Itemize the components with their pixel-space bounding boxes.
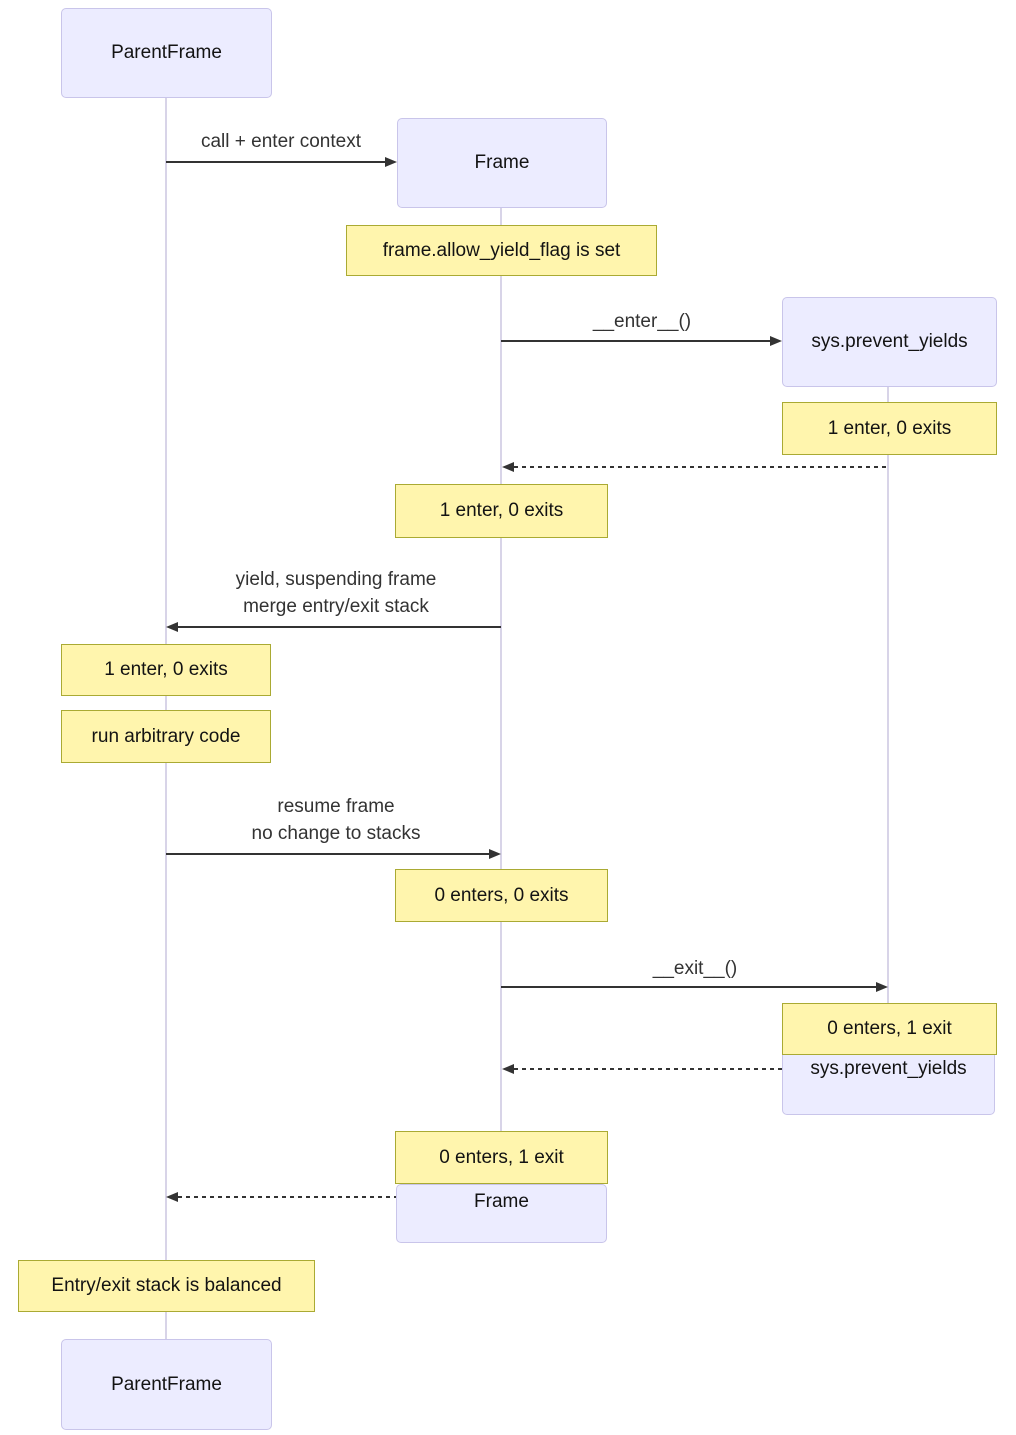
arrowhead-right-icon — [770, 336, 782, 346]
arrowhead-right-icon — [385, 157, 397, 167]
message-line-yield — [178, 626, 501, 628]
actor-sys-prevent-yields-top: sys.prevent_yields — [782, 297, 997, 387]
note-frame-after-enter: 1 enter, 0 exits — [395, 484, 608, 538]
message-label-yield-line2: merge entry/exit stack — [243, 596, 429, 617]
note-allow-yield-flag: frame.allow_yield_flag is set — [346, 225, 657, 276]
actor-parentframe-top: ParentFrame — [61, 8, 272, 98]
arrowhead-left-icon — [502, 462, 514, 472]
message-label-yield-line1: yield, suspending frame — [235, 569, 437, 590]
message-label-yield: yield, suspending frame merge entry/exit… — [236, 566, 437, 620]
return-line-exit — [514, 1068, 888, 1070]
actor-parentframe-bottom: ParentFrame — [61, 1339, 272, 1430]
arrowhead-left-icon — [166, 1192, 178, 1202]
note-stack-balanced: Entry/exit stack is balanced — [18, 1260, 315, 1312]
message-label-resume-line1: resume frame — [277, 796, 395, 817]
actor-frame-bottom: Frame — [396, 1184, 607, 1243]
message-label-resume: resume frame no change to stacks — [252, 793, 421, 847]
return-line-enter — [514, 466, 888, 468]
lifeline-sys-prevent-yields — [887, 387, 889, 1056]
return-line-frame — [178, 1196, 502, 1198]
message-label-exit: __exit__() — [652, 958, 738, 979]
arrowhead-right-icon — [876, 982, 888, 992]
message-label-call-enter-context: call + enter context — [200, 131, 362, 152]
message-line-call-enter-context — [166, 161, 388, 163]
lifeline-frame — [500, 208, 502, 1184]
message-line-resume — [166, 853, 489, 855]
arrowhead-left-icon — [502, 1064, 514, 1074]
arrowhead-right-icon — [489, 849, 501, 859]
message-label-resume-line2: no change to stacks — [251, 823, 421, 844]
note-frame-after-exit: 0 enters, 1 exit — [395, 1131, 608, 1184]
note-sys-after-enter: 1 enter, 0 exits — [782, 402, 997, 455]
message-line-enter — [501, 340, 772, 342]
note-run-arbitrary-code: run arbitrary code — [61, 710, 271, 763]
actor-frame-top: Frame — [397, 118, 607, 208]
actor-sys-prevent-yields-bottom: sys.prevent_yields — [782, 1048, 995, 1115]
note-sys-after-exit: 0 enters, 1 exit — [782, 1003, 997, 1055]
note-frame-after-resume: 0 enters, 0 exits — [395, 869, 608, 922]
message-line-exit — [501, 986, 877, 988]
message-label-enter: __enter__() — [592, 311, 692, 332]
arrowhead-left-icon — [166, 622, 178, 632]
note-parent-after-yield: 1 enter, 0 exits — [61, 644, 271, 696]
